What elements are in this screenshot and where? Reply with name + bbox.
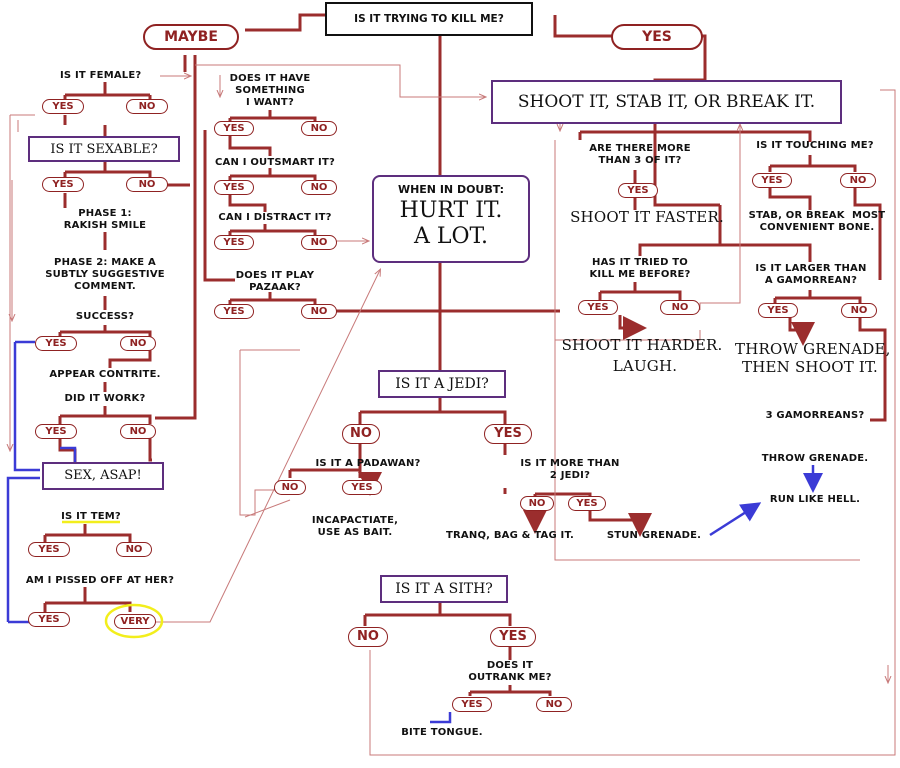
shoot-stab-break-box: SHOOT IT, STAB IT, OR BREAK IT.: [491, 80, 842, 124]
female-no[interactable]: NO: [126, 99, 168, 114]
success-no[interactable]: NO: [120, 336, 156, 351]
incapacitate: INCAPACTIATE, USE AS BAIT.: [311, 515, 399, 538]
bite-tongue: BITE TONGUE.: [401, 727, 483, 738]
shoot-it-harder: SHOOT IT HARDER.: [561, 336, 723, 354]
phase-1: PHASE 1: RAKISH SMILE: [63, 208, 147, 231]
outsmart-yes[interactable]: YES: [214, 180, 254, 195]
stab-break-bone: STAB, OR BREAK MOST CONVENIENT BONE.: [748, 210, 886, 233]
does-it-play-pazaak: DOES IT PLAY PAZAAK?: [235, 270, 315, 293]
pissed-yes[interactable]: YES: [28, 612, 70, 627]
is-it-a-jedi-box: IS IT A JEDI?: [378, 370, 506, 398]
phase-2: PHASE 2: MAKE A SUBTLY SUGGESTIVE COMMEN…: [45, 257, 165, 292]
work-no[interactable]: NO: [120, 424, 156, 439]
want-yes[interactable]: YES: [214, 121, 254, 136]
can-i-distract: CAN I DISTRACT IT?: [218, 212, 332, 223]
is-it-tem: IS IT TEM?: [61, 511, 121, 522]
three-gamorreans: 3 GAMORREANS?: [765, 410, 865, 421]
tried-yes[interactable]: YES: [578, 300, 618, 315]
when-in-doubt-box: WHEN IN DOUBT: HURT IT. A LOT.: [372, 175, 530, 263]
root-question: IS IT TRYING TO KILL ME?: [354, 13, 504, 25]
stun-grenade: STUN GRENADE.: [606, 530, 702, 541]
tried-to-kill: HAS IT TRIED TO KILL ME BEFORE?: [589, 257, 691, 280]
is-it-sexable: IS IT SEXABLE?: [50, 142, 158, 157]
pazaak-yes[interactable]: YES: [214, 304, 254, 319]
padawan-yes[interactable]: YES: [342, 480, 382, 495]
sexable-yes[interactable]: YES: [42, 177, 84, 192]
sith-no[interactable]: NO: [348, 627, 388, 647]
sex-asap: SEX, ASAP!: [64, 468, 142, 483]
outsmart-no[interactable]: NO: [301, 180, 337, 195]
appear-contrite: APPEAR CONTRITE.: [49, 369, 161, 380]
is-it-touching-me: IS IT TOUCHING ME?: [756, 140, 874, 151]
female-yes[interactable]: YES: [42, 99, 84, 114]
work-yes[interactable]: YES: [35, 424, 77, 439]
root-question-box: IS IT TRYING TO KILL ME?: [325, 2, 533, 36]
want-no[interactable]: NO: [301, 121, 337, 136]
distract-no[interactable]: NO: [301, 235, 337, 250]
shoot-stab-break: SHOOT IT, STAB IT, OR BREAK IT.: [517, 92, 816, 112]
three-yes[interactable]: YES: [618, 183, 658, 198]
is-it-a-sith-box: IS IT A SITH?: [380, 575, 508, 603]
is-it-sexable-box: IS IT SEXABLE?: [28, 136, 180, 162]
hurt-it: HURT IT.: [399, 198, 503, 223]
two-jedi-no[interactable]: NO: [520, 496, 554, 511]
pissed-very[interactable]: VERY: [114, 614, 156, 629]
is-it-female: IS IT FEMALE?: [60, 70, 142, 81]
yes-pill-root[interactable]: YES: [611, 24, 703, 50]
blue-connectors: [6, 340, 823, 724]
jedi-yes[interactable]: YES: [484, 424, 532, 444]
is-it-a-jedi: IS IT A JEDI?: [395, 376, 489, 392]
two-jedi-yes[interactable]: YES: [568, 496, 606, 511]
larger-no[interactable]: NO: [841, 303, 877, 318]
can-i-outsmart: CAN I OUTSMART IT?: [215, 157, 335, 168]
is-it-a-padawan: IS IT A PADAWAN?: [315, 458, 421, 469]
touch-no[interactable]: NO: [840, 173, 876, 188]
shoot-it-faster: SHOOT IT FASTER.: [570, 208, 724, 226]
outrank-yes[interactable]: YES: [452, 697, 492, 712]
thin-connectors: [10, 64, 896, 756]
laugh: LAUGH.: [612, 357, 678, 375]
larger-yes[interactable]: YES: [758, 303, 798, 318]
throw-grenade: THROW GRENADE.: [761, 453, 869, 464]
jedi-no[interactable]: NO: [342, 424, 380, 444]
when-in-doubt: WHEN IN DOUBT:: [397, 183, 505, 196]
touch-yes[interactable]: YES: [752, 173, 792, 188]
run-like-hell: RUN LIKE HELL.: [769, 494, 861, 505]
sexable-no[interactable]: NO: [126, 177, 168, 192]
does-it-have: DOES IT HAVE SOMETHING I WANT?: [229, 73, 311, 108]
larger-than-gamorrean: IS IT LARGER THAN A GAMORREAN?: [755, 263, 867, 286]
pazaak-no[interactable]: NO: [301, 304, 337, 319]
sex-asap-box: SEX, ASAP!: [42, 462, 164, 490]
tem-yes[interactable]: YES: [28, 542, 70, 557]
a-lot: A LOT.: [414, 224, 488, 249]
did-it-work: DID IT WORK?: [64, 393, 146, 404]
is-it-a-sith: IS IT A SITH?: [395, 581, 493, 597]
am-i-pissed: AM I PISSED OFF AT HER?: [25, 575, 175, 586]
more-than-2-jedi: IS IT MORE THAN 2 JEDI?: [520, 458, 620, 481]
distract-yes[interactable]: YES: [214, 235, 254, 250]
does-it-outrank: DOES IT OUTRANK ME?: [468, 660, 552, 683]
more-than-3: ARE THERE MORE THAN 3 OF IT?: [589, 143, 691, 166]
very-highlight-circle: [104, 603, 164, 639]
sith-yes[interactable]: YES: [490, 627, 536, 647]
maybe-pill[interactable]: MAYBE: [143, 24, 239, 50]
tried-no[interactable]: NO: [660, 300, 700, 315]
tranq-bag-tag: TRANQ, BAG & TAG IT.: [446, 530, 574, 541]
tem-no[interactable]: NO: [116, 542, 152, 557]
throw-grenade-shoot: THROW GRENADE, THEN SHOOT IT.: [735, 340, 891, 376]
padawan-no[interactable]: NO: [274, 480, 306, 495]
outrank-no[interactable]: NO: [536, 697, 572, 712]
success-yes[interactable]: YES: [35, 336, 77, 351]
success: SUCCESS?: [75, 311, 135, 322]
